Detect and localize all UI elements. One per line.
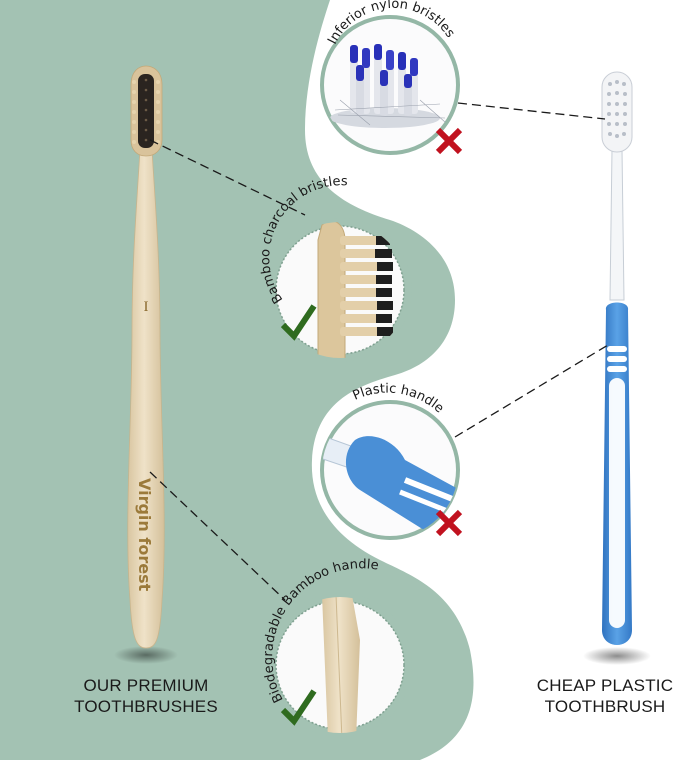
right-caption-line1: CHEAP PLASTIC — [536, 676, 674, 695]
plastic-toothbrush — [583, 71, 651, 665]
left-caption-line2: TOOTHBRUSHES — [74, 697, 218, 716]
callout-nylon-bristles: Inferior nylon bristles — [320, 0, 463, 155]
left-caption-line1: OUR PREMIUM — [83, 676, 209, 695]
right-caption-line2: TOOTHBRUSH — [544, 697, 666, 716]
connector-lines — [149, 102, 609, 601]
callout-plastic-handle: Plastic handle — [320, 382, 463, 540]
engraving-mark: I — [144, 299, 149, 315]
cross-icon — [435, 127, 463, 155]
cross-icon — [435, 509, 463, 537]
engraving-brand: Virgin forest — [135, 478, 154, 592]
right-caption: CHEAP PLASTIC TOOTHBRUSH — [520, 675, 679, 717]
left-caption: OUR PREMIUM TOOTHBRUSHES — [46, 675, 246, 717]
check-icon — [280, 689, 317, 726]
check-icon — [280, 304, 317, 341]
bamboo-toothbrush — [114, 65, 178, 664]
